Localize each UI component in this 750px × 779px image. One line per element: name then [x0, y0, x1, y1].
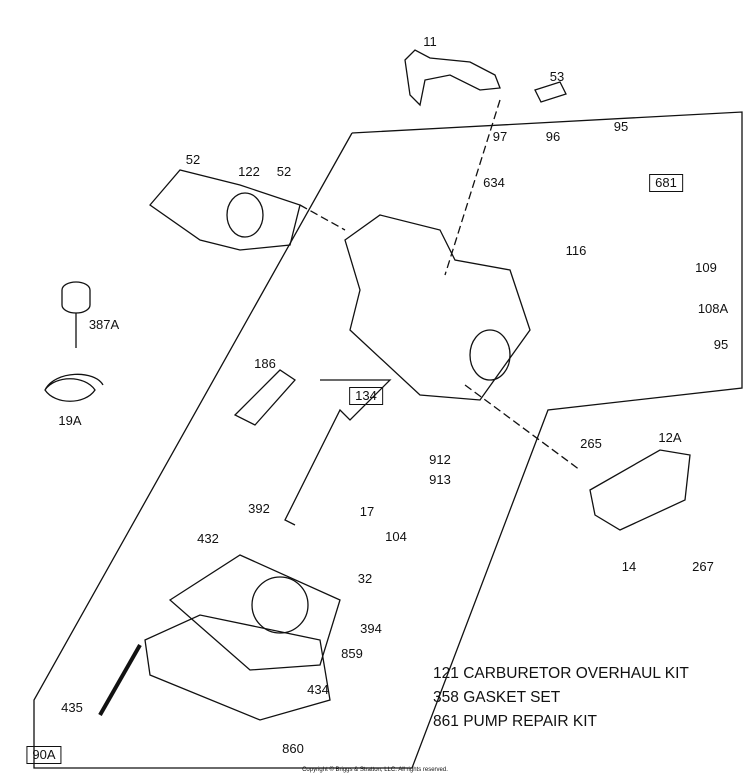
part-label: 394: [360, 621, 382, 636]
kit-number: 861: [433, 713, 459, 730]
kit-number: 121: [433, 665, 459, 682]
kit-row: 121 CARBURETOR OVERHAUL KIT: [433, 662, 689, 686]
assembly-frame: [33, 111, 743, 769]
part-label: 53: [549, 69, 565, 84]
part-label: 634: [483, 175, 505, 190]
diaphragm-plate: [168, 554, 341, 671]
part-label: 109: [695, 260, 717, 275]
part-label: 186: [254, 356, 276, 371]
pump-body: [144, 614, 331, 721]
screw-435: [98, 644, 142, 716]
cover-12a: [589, 449, 691, 531]
part-label: 95: [613, 119, 629, 134]
bracket-11: [404, 49, 501, 107]
part-label: 104: [385, 529, 407, 544]
part-label: 387A: [88, 317, 120, 332]
part-label: 12A: [658, 430, 682, 445]
kit-name: GASKET SET: [463, 689, 561, 706]
part-label: 267: [692, 559, 714, 574]
part-label: 11: [423, 34, 437, 49]
part-label: 912: [429, 452, 451, 467]
part-label: 913: [429, 472, 451, 487]
kit-name: CARBURETOR OVERHAUL KIT: [463, 665, 689, 682]
part-label: 434: [307, 682, 329, 697]
part-label: 134: [349, 387, 383, 405]
kit-name: PUMP REPAIR KIT: [463, 713, 597, 730]
kit-row: 358 GASKET SET: [433, 686, 689, 710]
part-label: 97: [492, 129, 508, 144]
knob-387a: [61, 281, 91, 348]
part-label: 435: [61, 700, 83, 715]
part-label: 95: [713, 337, 729, 352]
part-label: 116: [565, 243, 587, 258]
part-label: 96: [545, 129, 561, 144]
part-label: 90A: [26, 746, 62, 764]
spring-19a: [44, 373, 104, 402]
part-label: 108A: [697, 301, 729, 316]
part-label: 17: [359, 504, 375, 519]
part-label: 19A: [58, 413, 82, 428]
carburetor-body: [344, 214, 531, 401]
sub-assembly-frame: [284, 379, 392, 526]
copyright: Copyright © Briggs & Stratton, LLC. All …: [302, 767, 448, 773]
part-label: 52: [185, 152, 201, 167]
part-label: 122: [238, 164, 260, 179]
screw-53: [534, 81, 567, 103]
part-label: 681: [649, 174, 683, 192]
part-label: 859: [341, 646, 363, 661]
kit-number: 358: [433, 689, 459, 706]
part-label: 860: [282, 741, 304, 756]
part-label: 432: [197, 531, 219, 546]
part-label: 32: [357, 571, 373, 586]
part-label: 52: [276, 164, 292, 179]
part-label: 265: [580, 436, 602, 451]
kit-row: 861 PUMP REPAIR KIT: [433, 710, 689, 734]
kit-list: 121 CARBURETOR OVERHAUL KIT 358 GASKET S…: [433, 662, 689, 734]
intake-gasket: [149, 169, 301, 251]
part-label: 14: [621, 559, 637, 574]
part-label: 392: [248, 501, 270, 516]
fitting-186: [233, 369, 296, 426]
